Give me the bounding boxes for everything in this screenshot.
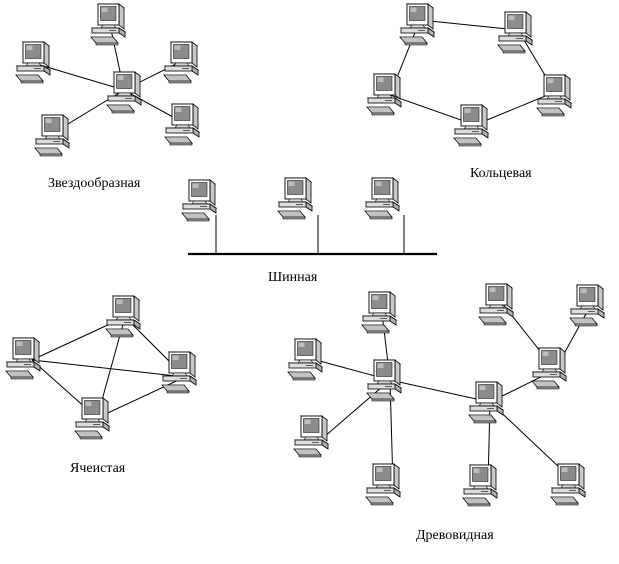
computer-icon bbox=[366, 73, 402, 116]
computer-icon bbox=[5, 337, 41, 380]
bus-topology-label: Шинная bbox=[268, 270, 318, 285]
computer-icon bbox=[34, 114, 70, 157]
tree-link bbox=[389, 379, 491, 403]
computer-icon bbox=[90, 3, 126, 46]
computer-icon bbox=[462, 464, 498, 507]
mesh-topology-label: Ячеистая bbox=[70, 461, 126, 476]
computer-icon bbox=[74, 397, 110, 440]
mesh-link bbox=[31, 359, 186, 378]
computer-icon bbox=[531, 347, 567, 390]
star-topology-label: Звездообразная bbox=[48, 176, 141, 191]
computer-icon bbox=[453, 104, 489, 147]
computer-icon bbox=[497, 11, 533, 54]
computer-icon bbox=[106, 71, 142, 114]
computer-icon bbox=[163, 41, 199, 84]
computer-icon bbox=[361, 291, 397, 334]
computer-icon bbox=[105, 295, 141, 338]
computer-icon bbox=[478, 283, 514, 326]
computer-icon bbox=[181, 179, 217, 222]
computer-icon bbox=[161, 351, 197, 394]
computer-icon bbox=[277, 177, 313, 220]
computer-icon bbox=[15, 41, 51, 84]
tree-link bbox=[323, 379, 391, 438]
computer-icon bbox=[550, 463, 586, 506]
computer-icon bbox=[399, 3, 435, 46]
ring-topology-label: Кольцевая bbox=[470, 166, 532, 181]
mesh-link bbox=[96, 376, 186, 419]
star-link bbox=[39, 64, 125, 91]
tree-topology-label: Древовидная bbox=[416, 528, 494, 543]
computer-icon bbox=[366, 359, 402, 402]
computer-icon bbox=[364, 177, 400, 220]
computer-icon bbox=[365, 463, 401, 506]
computer-icon bbox=[287, 338, 323, 381]
computer-icon bbox=[293, 415, 329, 458]
computer-icon bbox=[468, 381, 504, 424]
computer-icon bbox=[536, 74, 572, 117]
computer-icon bbox=[569, 284, 605, 327]
computer-icon bbox=[164, 103, 200, 146]
